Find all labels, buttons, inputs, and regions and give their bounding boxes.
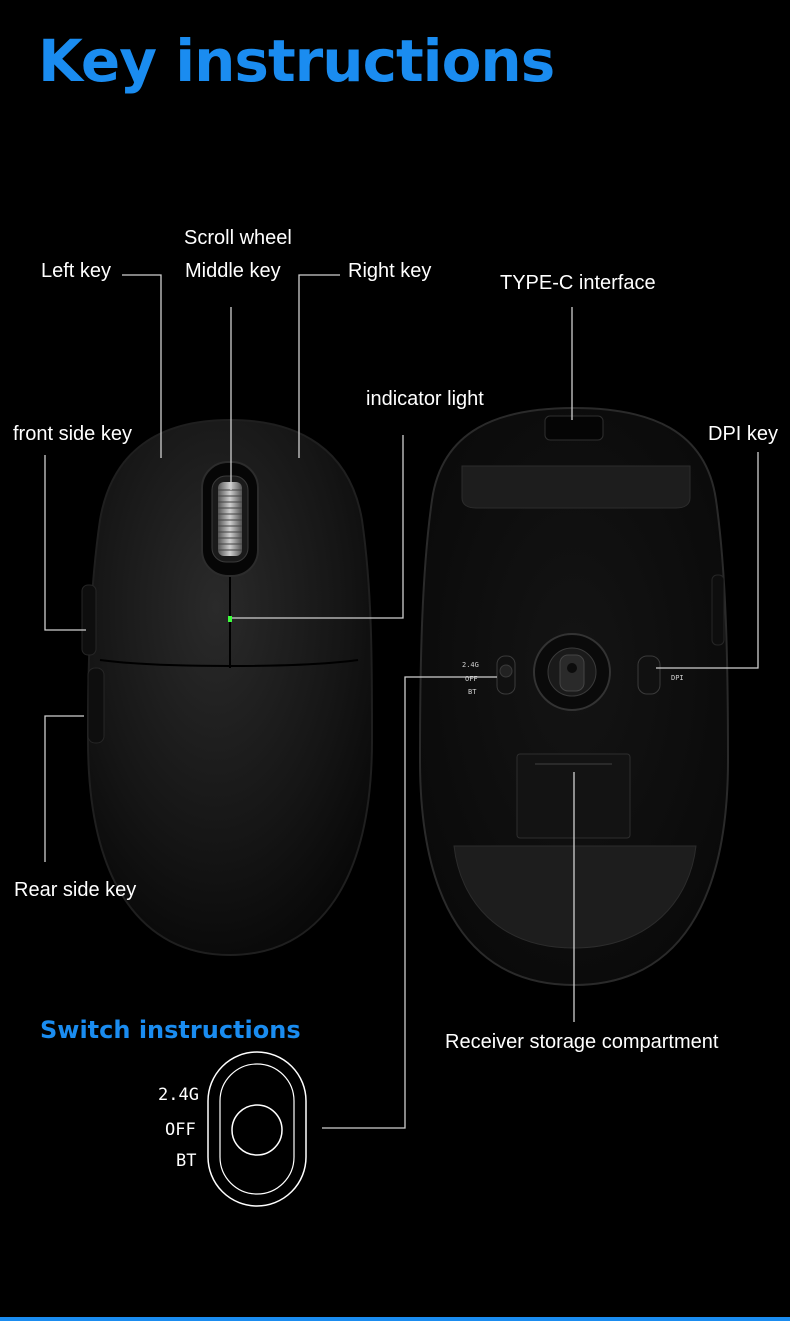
underside-switch-mark-off: OFF <box>465 675 478 683</box>
scroll-wheel-label: Scroll wheel <box>184 227 292 249</box>
left-key-label: Left key <box>41 260 112 282</box>
underside-switch-mark-24g: 2.4G <box>462 661 479 669</box>
indicator-light-label: indicator light <box>366 388 484 410</box>
type-c-label: TYPE-C interface <box>500 272 656 294</box>
page-title: Key instructions <box>38 27 555 95</box>
mouse-top-view <box>81 418 374 957</box>
switch-instructions-title: Switch instructions <box>40 1016 301 1044</box>
switch-option-24g: 2.4G <box>158 1085 199 1105</box>
switch-option-bt: BT <box>176 1151 197 1171</box>
front-side-button <box>81 584 97 656</box>
switch-option-off: OFF <box>165 1120 196 1140</box>
rear-side-button <box>87 667 105 744</box>
mouse-top-shell <box>86 418 374 957</box>
front-side-key-label: front side key <box>13 423 132 445</box>
dpi-button <box>637 655 661 695</box>
scroll-wheel <box>218 482 242 556</box>
middle-key-label: Middle key <box>185 260 281 282</box>
switch-diagram <box>207 1051 307 1207</box>
indicator-light <box>228 616 232 622</box>
mouse-bottom-view <box>418 406 730 987</box>
bottom-accent-bar <box>0 1317 790 1321</box>
leader-lines <box>44 274 759 1129</box>
right-key-label: Right key <box>348 260 432 282</box>
top-skate <box>461 465 691 509</box>
underside-dpi-mark: DPI <box>671 674 684 682</box>
underside-switch-mark-bt: BT <box>468 688 477 696</box>
rear-side-key-label: Rear side key <box>14 879 137 901</box>
type-c-port <box>544 415 604 441</box>
dpi-key-label: DPI key <box>708 423 779 445</box>
receiver-storage-label: Receiver storage compartment <box>445 1031 719 1053</box>
